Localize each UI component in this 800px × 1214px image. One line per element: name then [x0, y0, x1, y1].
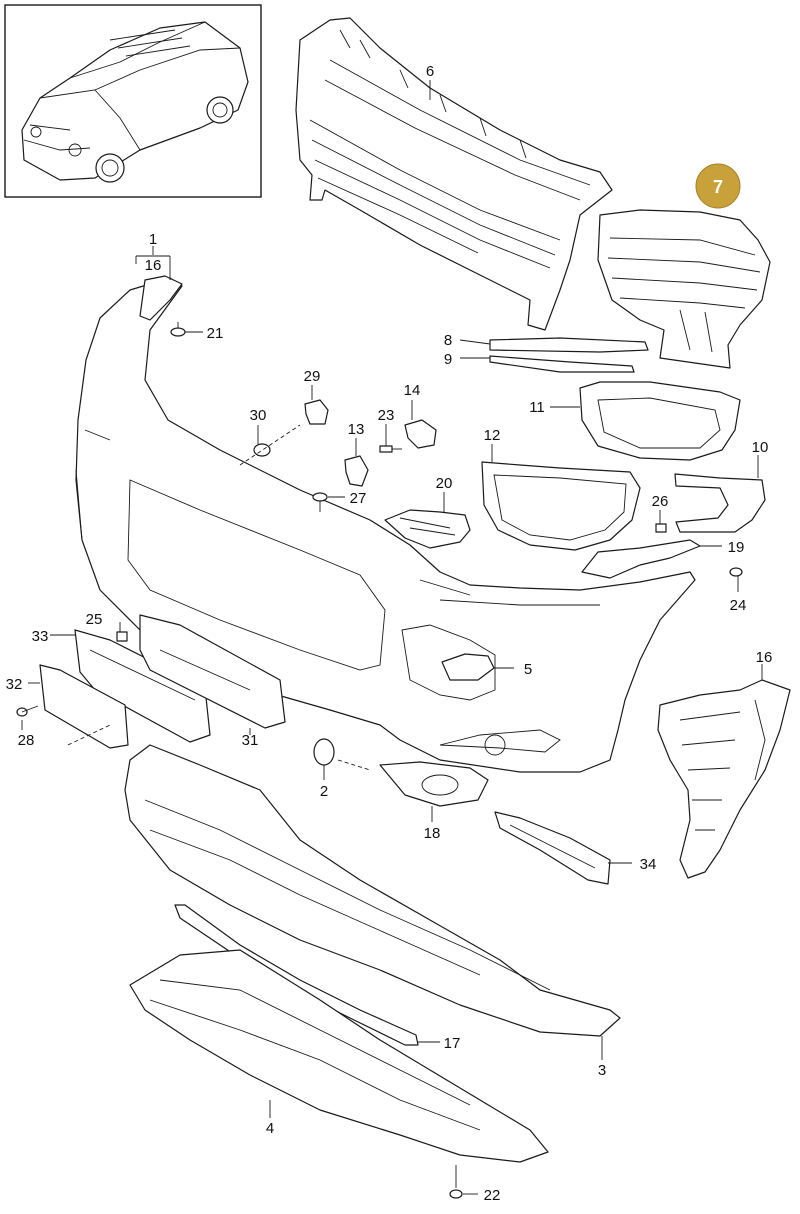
label-34: 34: [640, 856, 657, 873]
label-1: 1: [149, 231, 157, 248]
part-1-bumper-cover: [75, 277, 696, 773]
part-19-bracket: [581, 539, 701, 579]
part-26-screw: [655, 523, 667, 533]
part-23-screw: [379, 445, 402, 453]
part-11-light-frame: [579, 381, 741, 461]
label-19: 19: [728, 539, 745, 556]
label-29: 29: [304, 368, 321, 385]
label-6: 6: [426, 63, 434, 80]
label-17: 17: [444, 1035, 461, 1052]
label-33: 33: [32, 628, 49, 645]
label-14: 14: [404, 382, 421, 399]
label-16-side: 16: [756, 649, 773, 666]
part-27-screw: [312, 492, 328, 512]
part-2-cap: [313, 738, 335, 766]
part-33-plate-bracket: [74, 629, 211, 743]
label-22: 22: [484, 1187, 501, 1204]
label-24: 24: [730, 597, 747, 614]
part-24-screw: [729, 567, 743, 577]
label-10: 10: [752, 439, 769, 456]
label-4: 4: [266, 1120, 274, 1137]
vehicle-thumbnail: [4, 4, 262, 198]
label-25: 25: [86, 611, 103, 628]
label-27: 27: [350, 490, 367, 507]
label-30: 30: [250, 407, 267, 424]
label-16-top: 16: [145, 257, 162, 274]
part-29-clip: [304, 399, 329, 425]
label-21: 21: [207, 325, 224, 342]
label-32: 32: [6, 676, 23, 693]
part-7-highlight-badge[interactable]: 7: [695, 163, 741, 209]
label-31: 31: [242, 732, 259, 749]
label-18: 18: [424, 825, 441, 842]
part-7-side-grille: [597, 209, 771, 369]
part-14-clip: [404, 419, 437, 449]
part-8-trim-strip: [489, 337, 649, 353]
part-6-grille-frame: [295, 17, 613, 331]
part-22-screw: [449, 1165, 463, 1199]
label-13: 13: [348, 421, 365, 438]
part-9-trim-strip: [489, 355, 635, 373]
part-16-top-bracket: [139, 275, 183, 321]
part-32-plate-holder: [39, 664, 129, 749]
part-3-lower-spoiler: [124, 744, 621, 1037]
label-9: 9: [444, 351, 452, 368]
part-labels: 6 1 16 21 8 9 29 14 11 30 23 13 12 10 20…: [6, 63, 773, 1204]
part-25-screw: [116, 631, 128, 642]
label-26: 26: [652, 493, 669, 510]
part-13-clip: [344, 455, 369, 487]
part-34-bracket: [494, 811, 611, 885]
label-11: 11: [529, 399, 545, 416]
label-5: 5: [524, 661, 532, 678]
part-4-underbody-panel: [129, 949, 549, 1163]
label-28: 28: [18, 732, 35, 749]
part-20-bracket: [384, 509, 471, 549]
part-12-light-frame: [481, 461, 641, 551]
part-18-fog-bezel: [379, 761, 489, 807]
part-21-screw: [170, 322, 186, 337]
label-20: 20: [436, 475, 453, 492]
label-2: 2: [320, 783, 328, 800]
part-31-plate-bracket: [139, 614, 286, 729]
label-23: 23: [378, 407, 395, 424]
part-28-screw: [16, 705, 39, 717]
label-12: 12: [484, 427, 501, 444]
label-3: 3: [598, 1062, 606, 1079]
part-10-trim-piece: [674, 473, 766, 533]
part-30-grommet: [253, 443, 271, 457]
leader-lines: [21, 80, 763, 1195]
part-16-bracket: [657, 679, 791, 879]
part-7-label: 7: [713, 177, 723, 197]
label-8: 8: [444, 332, 452, 349]
